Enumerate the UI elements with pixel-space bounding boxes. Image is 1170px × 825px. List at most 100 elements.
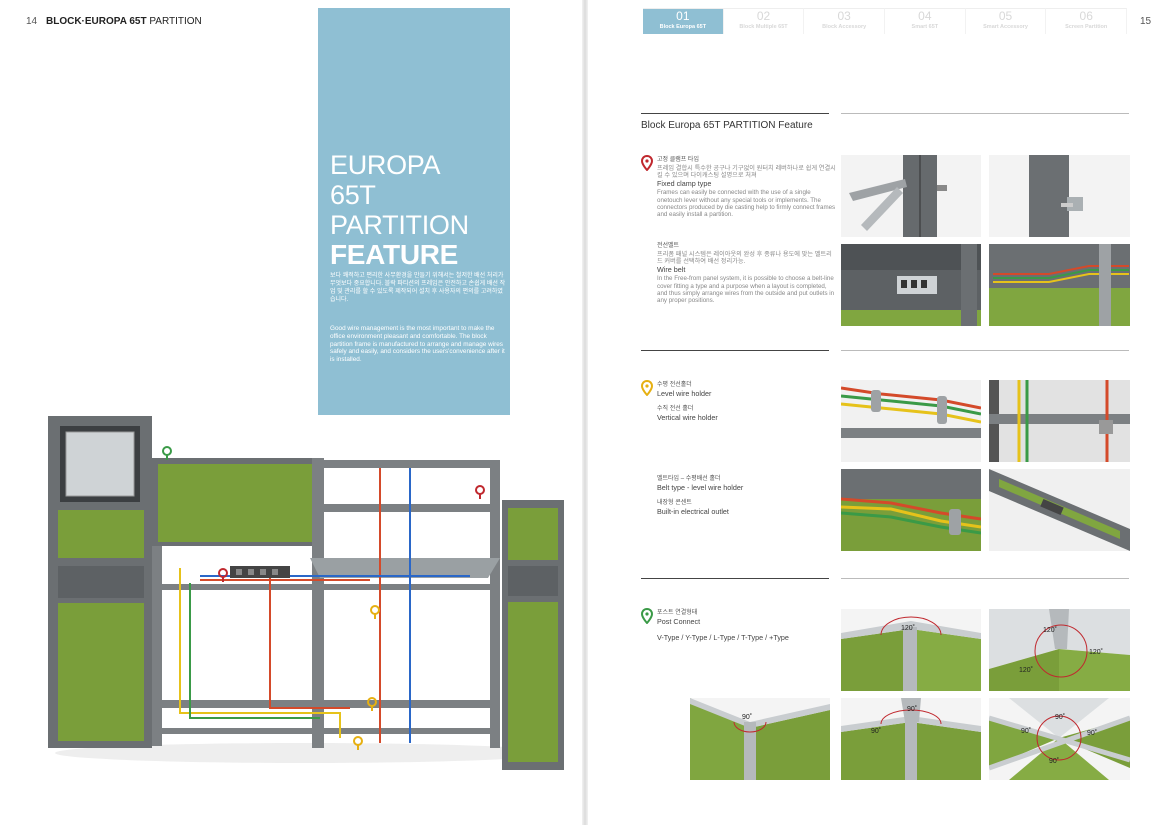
page-gutter [582,0,588,825]
frame-posts [152,458,500,748]
left-page-number: 14 [26,16,38,27]
header-title-regular: PARTITION [149,16,202,27]
tab-number: 05 [998,9,1013,23]
section-title: Block Europa 65T PARTITION Feature [641,120,813,131]
feature-kr-title: 포스트 연결형태 [657,610,698,616]
tab-label: Smart 65T [911,24,939,30]
photo-belt-type-holder [841,469,981,551]
tab-number: 06 [1079,9,1093,23]
feature-kr-title: 벨트타입 – 수평배선 홀더 [657,476,721,482]
photo-clamp-lever [841,155,981,237]
feature-en-title: Wire belt [657,265,686,275]
feature-title-panel [318,8,510,415]
feature-big-title: EUROPA 65T PARTITION FEATURE [330,150,505,270]
partition-illustration [48,416,564,770]
post-connect-types: V-Type / Y-Type / L-Type / T-Type / +Typ… [657,633,789,642]
photo-wire-belt-open [989,244,1130,326]
location-pin-icon [641,155,653,171]
feature-kr-title: 수평 전선홀더 [657,382,692,388]
pin-yellow-icon [370,605,380,619]
feature-description: Frames can easily be connected with the … [657,189,836,219]
section-rule [841,113,1129,114]
tab-number: 01 [676,9,690,23]
feature-en-title: Belt type - level wire holder [657,483,744,492]
angle-label: 120˚ [1089,649,1104,656]
intro-text-english: Good wire management is the most importa… [330,325,505,364]
outlet-strip [230,566,290,578]
cable-tray-shelf [310,558,500,578]
tab-label: Block Europa 65T [659,24,707,30]
pin-red-icon [218,568,228,582]
photo-builtin-outlet [989,469,1130,551]
photo-level-wire-holder [841,380,981,462]
angle-label: 120˚ [1019,667,1034,674]
angle-label: 120˚ [901,625,916,632]
tab-label: Screen Partition [1065,24,1108,30]
location-pin-icon [641,608,653,624]
angle-label: 90˚ [1087,730,1098,737]
section-rule [641,578,829,579]
feature-en-title: Vertical wire holder [657,413,718,422]
pin-red-icon [475,485,485,499]
section-rule [641,350,829,351]
feature-kr-title: 전선벨트 [657,243,680,249]
pin-yellow-icon [367,697,377,711]
pin-green-icon [162,446,172,460]
angle-label: 90˚ [871,728,882,735]
feature-description: In the Free-from panel system, it is pos… [657,275,835,305]
angle-label: 90˚ [1021,728,1032,735]
tab-number: 02 [756,9,771,23]
intro-text-korean: 보다 쾌적하고 편리한 사무환경을 만들기 위해서는 철저한 배선 처리가 무엇… [330,273,506,303]
tab-label: Block Accessory [822,24,867,30]
big-title-line-2: 65T [330,180,376,210]
photo-post-y-type: 120˚ 120˚ 120˚ [989,609,1130,691]
photo-vertical-wire-holder [989,380,1130,462]
photo-post-l-type: 90˚ [690,698,830,780]
angle-label: 90˚ [742,714,753,721]
top-green-panel [152,458,320,546]
tab-number: 04 [918,9,932,23]
section-rule [841,578,1129,579]
right-page-number: 15 [1140,16,1152,27]
feature-belt-type-holder: 벨트타입 – 수평배선 홀더 Belt type - level wire ho… [657,475,837,516]
feature-wire-belt: 전선벨트 프리폼 패널 시스템은 레이아웃의 완성 후 종류나 용도에 맞는 벨… [657,242,837,304]
big-title-line-3: PARTITION [330,210,469,240]
pin-yellow-icon [353,736,363,750]
feature-en-title: Level wire holder [657,389,712,398]
photo-clamp-connector [989,155,1130,237]
feature-en-title: Fixed clamp type [657,179,712,189]
feature-fixed-clamp: 고정 클램프 타입 프레임 결합시 특수한 공구나 기구없이 원터치 레버하나로… [657,156,837,218]
photo-post-t-type: 90˚ 90˚ [841,698,981,780]
photo-post-v-type: 120˚ [841,609,981,691]
angle-label: 90˚ [1055,714,1066,721]
angle-label: 90˚ [1049,758,1060,765]
big-title-line-4: FEATURE [330,239,459,270]
location-pin-icon [641,380,653,396]
feature-kr-title: 수직 전선 홀더 [657,406,694,412]
right-low-panel [502,500,564,770]
feature-kr-description: 프리폼 패널 시스템은 레이아웃의 완성 후 종류나 용도에 맞는 벨트리드 커… [657,251,832,266]
angle-label: 120˚ [1043,627,1058,634]
floor-shadow [55,743,555,763]
tab-number: 03 [837,9,851,23]
feature-en-title: Built-in electrical outlet [657,507,729,516]
left-page-header: BLOCK·EUROPA 65T PARTITION [46,16,202,27]
tab-label: Smart Accessory [983,24,1028,30]
tab-label: Block Multiple 65T [739,24,788,30]
tall-side-panel [48,416,152,748]
section-rule [841,350,1129,351]
section-rule [641,113,829,114]
feature-en-title: Post Connect [657,617,701,626]
angle-label: 90˚ [907,706,918,713]
photo-post-plus-type: 90˚ 90˚ 90˚ 90˚ [989,698,1130,780]
feature-kr-description: 프레임 결합시 특수한 공구나 기구없이 원터치 레버하나로 쉽게 연결시킬 수… [657,165,836,180]
feature-kr-title: 고정 클램프 타입 [657,157,699,163]
